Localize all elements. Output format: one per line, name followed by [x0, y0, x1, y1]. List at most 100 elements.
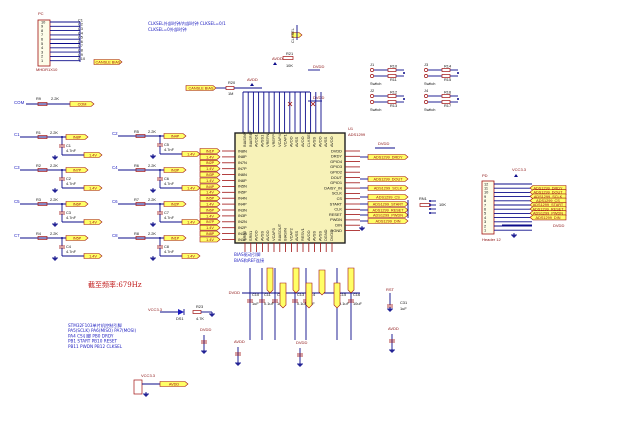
channel-resistor	[135, 134, 146, 138]
bottom-avdd-flag-label: AVDD	[169, 382, 180, 386]
channel-resistor-val: 2.2K	[50, 197, 58, 202]
jumper-pad	[370, 100, 374, 104]
channel-resistor	[37, 135, 48, 139]
mcu-note-line: PB1 START PB10 RESET	[68, 339, 118, 344]
channel-ref-flag-label: 1.4V	[89, 186, 97, 190]
pc-net-label: C1	[78, 17, 83, 22]
channel-cap-ref: C7	[164, 210, 169, 215]
channel-ref-flag	[181, 253, 201, 259]
r20-ref: R20	[228, 80, 236, 85]
channel-flag	[65, 134, 89, 140]
chip-bottom-pin-7: BIASIN	[283, 228, 288, 241]
jumper-res-ref: R16	[444, 90, 451, 95]
pd-pin-number: 4	[484, 215, 487, 220]
channel-resistor-ref: R3	[36, 197, 41, 202]
chip-ref: U1	[348, 126, 354, 131]
spi-flag	[367, 218, 409, 224]
chip-bottom-pin-12: AVSS	[312, 231, 317, 241]
r-com-resistor	[37, 102, 48, 106]
jumper-pad	[370, 74, 374, 78]
chip-right-pin-2: GPIO4	[330, 159, 343, 164]
channel-flag	[163, 133, 187, 139]
bottom-vertical-flag	[305, 282, 313, 309]
jumper-res-ref2: R15	[444, 77, 451, 82]
channel-flag	[65, 167, 89, 173]
chip-input-flag	[199, 224, 221, 231]
channel-flag-label: IN1P	[171, 236, 180, 240]
r21-ref: R21	[286, 51, 293, 56]
chip-left-pin-2: IN7N	[238, 160, 247, 165]
pd-pin-number: 11	[484, 186, 488, 191]
r9-ref: R9	[36, 96, 41, 101]
jumper-ref: J4	[424, 88, 429, 93]
chip-bottom-pin-15: DVDD	[329, 230, 334, 241]
chip-input-flag-label: IN7P	[206, 220, 215, 224]
r-top-resistor	[282, 56, 294, 60]
channel-flag	[163, 235, 187, 241]
channel-flag	[163, 167, 187, 173]
channel-resistor	[37, 202, 48, 206]
chip-bottom-pin-2: AVDD	[254, 230, 259, 241]
bottom-cap-ref: C15	[339, 292, 346, 297]
pc-net-label: C6	[78, 39, 83, 44]
pd-pin-number: 10	[484, 190, 489, 195]
channel-resistor-val: 2.2K	[148, 163, 156, 168]
channel-input-label: C3	[14, 165, 20, 170]
chip-input-flag	[199, 219, 221, 225]
mcu-note-line: PA5(SCLK) PA6(MISO) PA7(MOSI)	[68, 328, 136, 333]
channel-resistor-val: 2.2K	[50, 231, 58, 236]
bottom-avdd-flag	[159, 381, 189, 387]
channel-cap-val: 4.7nF	[164, 249, 175, 254]
rst-label: RST	[386, 287, 395, 292]
channel-cap-val: 4.7nF	[66, 181, 77, 186]
bottom-vertical-flag	[333, 282, 341, 309]
channel-cap-ref: C8	[164, 244, 169, 249]
chip-input-flag-label: 1.4V	[206, 167, 214, 171]
avdd-top-label: AVDD	[272, 56, 283, 61]
r20-val: 1M	[228, 91, 233, 96]
avdd-top2-label: AVDD	[247, 77, 258, 82]
channel-ref-flag-label: 1.4V	[89, 254, 97, 258]
r9-val: 2.2K	[51, 96, 59, 101]
channel-flag-label: IN6P	[73, 202, 82, 206]
bottom-cap-ref: C10	[252, 292, 260, 297]
pd-pin-number: 12	[484, 181, 488, 186]
chip-right-pin-12: RESET	[329, 212, 343, 217]
spi-flag	[367, 154, 409, 160]
chip-top-pin-0: BIASINV	[242, 131, 247, 147]
channel-resistor-ref: R1	[36, 130, 41, 135]
spi-flag-label: ADS1299_PWDN	[373, 213, 403, 217]
channel-cap-val: 4.7nF	[66, 215, 77, 220]
bias-shield-flag-label: CANSLE BIAS	[96, 60, 121, 64]
chip-bottom-pin-4: AVDD	[265, 230, 270, 241]
chip-right-pin-6: GPIO1	[330, 180, 342, 185]
channel-resistor	[135, 202, 146, 206]
chip-input-flag-label: 1.4V	[206, 191, 214, 195]
chip-input-flag-label: IN5P	[206, 197, 215, 201]
junction-dot	[403, 72, 405, 74]
channel-input-label: C5	[14, 199, 20, 204]
chip-right-pin-13: PWDN	[330, 217, 342, 222]
jumper-name: Switch	[424, 81, 435, 86]
chip-bottom-pin-6: BIASOUT	[277, 223, 282, 241]
chip-bottom-pin-5: VCAP3	[271, 228, 276, 241]
channel-ref-flag	[181, 219, 201, 225]
bottom-dvdd-label: DVDD	[229, 290, 240, 295]
chip-input-flag	[199, 148, 221, 154]
pd-pin-number: 2	[484, 223, 486, 228]
chip-input-flag	[199, 230, 221, 237]
chip-right-pin-5: DOUT	[331, 175, 343, 180]
pd-pin-number: 8	[484, 198, 486, 203]
channel-ref-flag	[181, 151, 201, 157]
pd-dvdd-label: DVDD	[553, 223, 564, 228]
pc-connector-part: MHDR1X10	[36, 67, 58, 72]
chip-top-pin-3: AVSS1	[259, 135, 264, 147]
channel-cap-ref: C6	[164, 176, 169, 181]
channel-resistor	[135, 168, 146, 172]
pc-connector-body	[37, 19, 51, 67]
chip-input-flag	[199, 177, 221, 184]
chip-top-pin-6: VCAP4	[277, 133, 282, 147]
dvdd-top-label: DVDD	[313, 64, 324, 69]
chip-left-pin-9: IN4P	[238, 201, 247, 206]
